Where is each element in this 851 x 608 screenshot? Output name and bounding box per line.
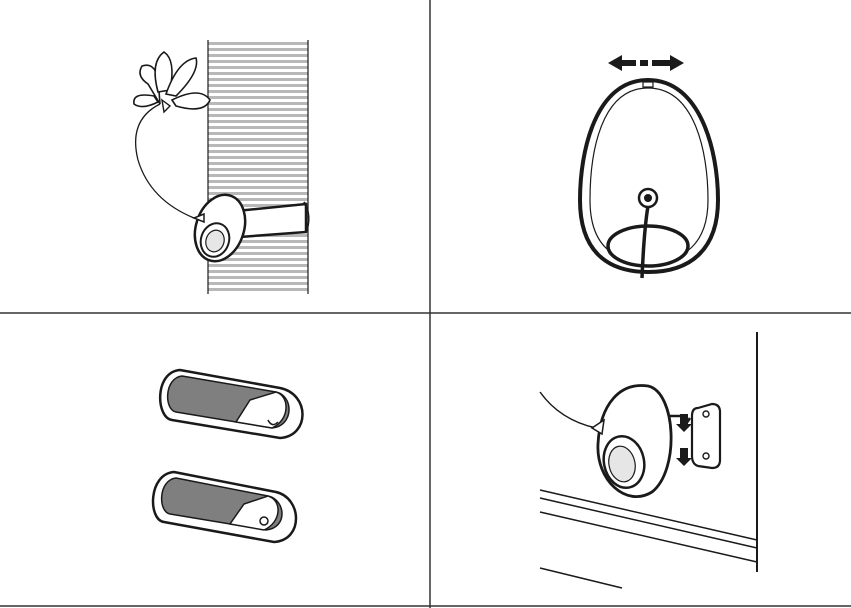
- adhesive-pad-top: [160, 370, 302, 438]
- sensor-cable: [136, 104, 194, 218]
- flower-icon: [134, 52, 210, 112]
- sensor-rear-shell: [580, 80, 718, 278]
- wall-sensor: [592, 386, 671, 497]
- adhesive-pad-bottom: [153, 472, 296, 542]
- wall-bracket: [692, 404, 720, 468]
- panel-3: [153, 370, 302, 542]
- panel-4: [540, 332, 757, 588]
- panel-1: [134, 40, 309, 294]
- top-notch: [643, 82, 653, 87]
- panel-2: [580, 55, 718, 278]
- down-arrow-icon: [670, 414, 692, 466]
- lens-ring: [608, 226, 688, 266]
- double-arrow-icon: [608, 55, 684, 71]
- mount-cable: [540, 392, 596, 428]
